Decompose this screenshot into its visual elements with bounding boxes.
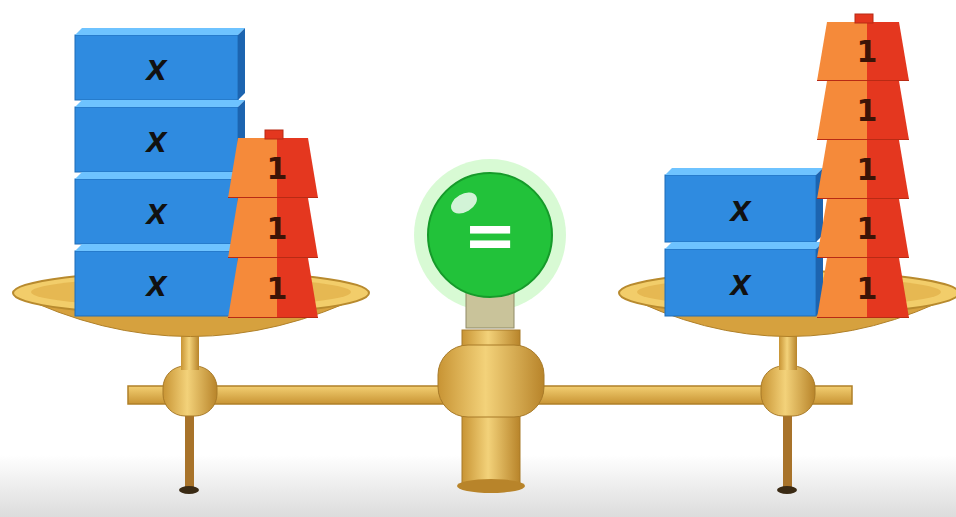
pan-pivot <box>761 366 815 416</box>
unit-label: 1 <box>236 138 318 198</box>
scale-foot <box>179 486 199 494</box>
weight-edge <box>817 257 909 258</box>
unit-label: 1 <box>825 81 909 140</box>
block-top <box>665 168 823 175</box>
unit-weight: 1 <box>817 81 909 140</box>
scale-leg <box>185 405 194 490</box>
unit-label: 1 <box>825 199 909 258</box>
unit-weight: 1 <box>817 199 909 258</box>
variable-block: x <box>75 172 245 244</box>
variable-label: x <box>75 107 238 172</box>
variable-label: x <box>75 251 238 316</box>
weight-edge <box>817 317 909 318</box>
weight-edge <box>228 197 318 198</box>
variable-label: x <box>665 175 816 242</box>
block-front <box>665 249 816 316</box>
block-top <box>75 244 245 251</box>
weight-edge <box>817 139 909 140</box>
variable-block: x <box>665 168 823 242</box>
unit-weight: 1 <box>817 22 909 81</box>
unit-weight: 1 <box>817 258 909 318</box>
block-front <box>75 179 238 244</box>
weight-peg <box>265 130 283 139</box>
block-front <box>75 107 238 172</box>
unit-label: 1 <box>825 140 909 199</box>
equals-sign: = <box>428 173 552 297</box>
bulb-glass <box>428 173 552 297</box>
pan-pivot <box>163 366 217 416</box>
block-front <box>665 175 816 242</box>
bulb-glow <box>414 159 566 311</box>
variable-label: x <box>75 179 238 244</box>
center-base <box>457 479 525 493</box>
block-top <box>75 100 245 107</box>
unit-weight: 1 <box>228 258 318 318</box>
scale-leg <box>783 405 792 490</box>
scale-foot <box>777 486 797 494</box>
variable-label: x <box>665 249 816 316</box>
unit-label: 1 <box>236 198 318 258</box>
weight-edge <box>817 198 909 199</box>
unit-label: 1 <box>825 22 909 81</box>
block-top <box>75 172 245 179</box>
unit-weight: 1 <box>817 140 909 199</box>
weight-edge <box>228 257 318 258</box>
unit-weight: 1 <box>228 138 318 198</box>
variable-block: x <box>665 242 823 316</box>
block-front <box>75 251 238 316</box>
weight-peg <box>855 14 873 23</box>
unit-weight: 1 <box>228 198 318 258</box>
variable-label: x <box>75 35 238 100</box>
unit-label: 1 <box>825 258 909 318</box>
weight-edge <box>817 80 909 81</box>
block-top <box>75 28 245 35</box>
equals-bulb: = <box>415 160 565 345</box>
variable-block: x <box>75 28 245 100</box>
center-pivot <box>438 345 544 417</box>
unit-label: 1 <box>236 258 318 318</box>
variable-block: x <box>75 100 245 172</box>
variable-block: x <box>75 244 245 316</box>
block-front <box>75 35 238 100</box>
weight-edge <box>228 317 318 318</box>
block-top <box>665 242 823 249</box>
block-side <box>238 28 245 100</box>
